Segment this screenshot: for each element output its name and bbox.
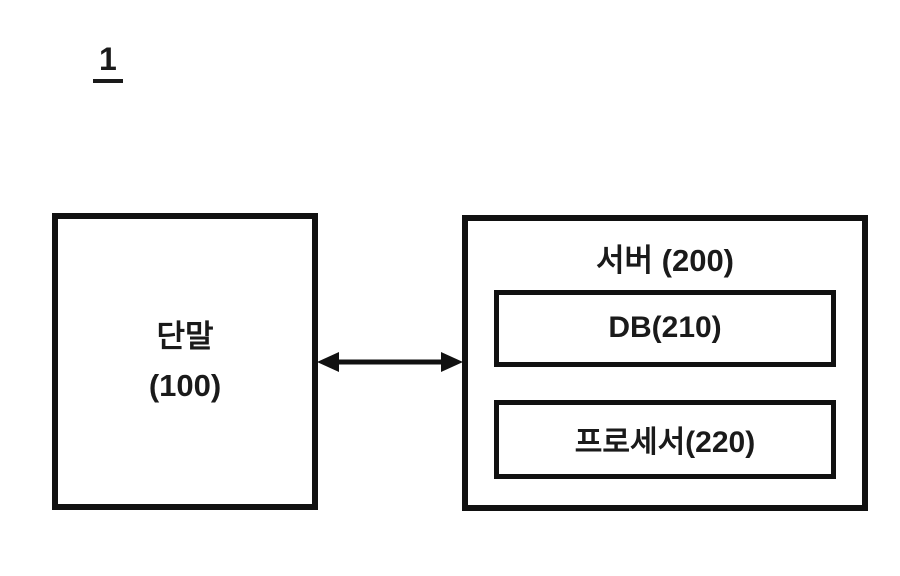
db-box: DB(210)	[494, 290, 836, 367]
terminal-ref: (100)	[148, 367, 222, 403]
processor-box: 프로세서(220)	[494, 399, 836, 479]
server-box: 서버 (200) DB(210) 프로세서(220)	[462, 215, 868, 511]
db-label: DB(210)	[608, 311, 722, 345]
bidirectional-arrow-icon	[317, 352, 463, 372]
processor-label: 프로세서(220)	[574, 426, 756, 460]
figure-number-label: 1	[93, 41, 123, 84]
terminal-name: 단말	[156, 319, 214, 355]
terminal-box: 단말 (100)	[52, 213, 318, 510]
server-title: 서버 (200)	[595, 243, 735, 278]
